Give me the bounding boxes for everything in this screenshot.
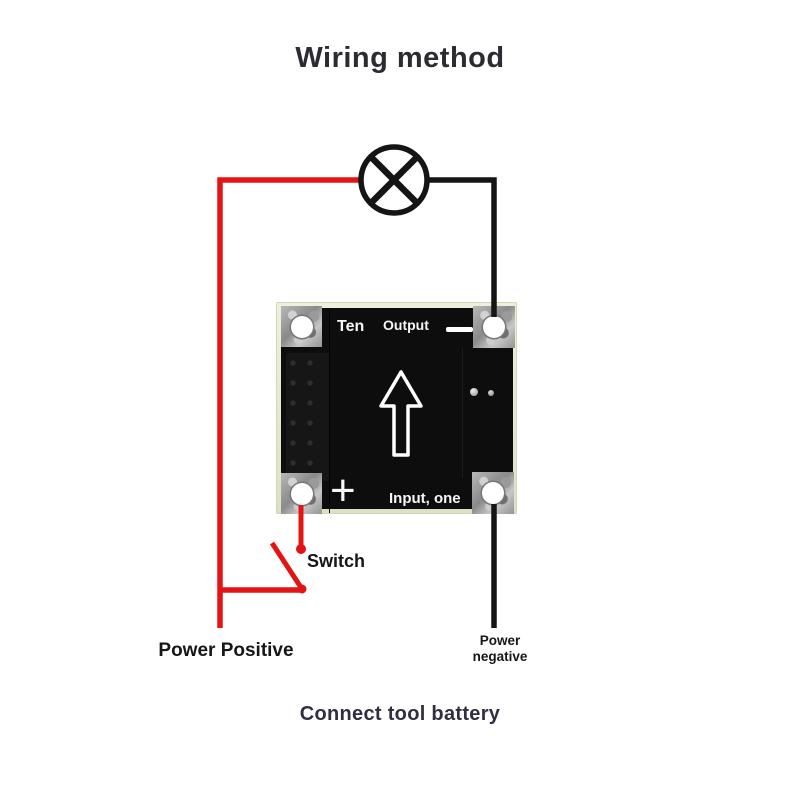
pad-hole	[483, 316, 505, 338]
switch-pivot-dot	[297, 584, 307, 594]
power-positive-label: Power Positive	[158, 640, 294, 661]
switch-lever	[269, 541, 305, 591]
switch-terminal-dot	[296, 544, 306, 554]
solder-pad-bottom-left	[281, 473, 322, 514]
minus-marking	[446, 327, 473, 332]
solder-pad-top-left	[281, 306, 322, 347]
page-title: Wiring method	[295, 42, 505, 74]
power-negative-label: Power negative	[450, 633, 550, 664]
solder-dot	[470, 388, 478, 396]
plus-marking: +	[330, 466, 356, 515]
power-negative-line1: Power	[479, 633, 521, 648]
solder-dot	[488, 390, 494, 396]
pcb-module: Ten Output + Input, one	[276, 302, 517, 514]
solder-pad-top-right	[473, 306, 515, 348]
pcb-trace-line	[462, 348, 463, 478]
pcb-pin-header-area	[286, 353, 329, 481]
pad-hole	[290, 482, 313, 505]
solder-pad-bottom-right	[472, 472, 514, 514]
negative-wire-top	[428, 177, 497, 317]
switch-label: Switch	[307, 551, 366, 571]
pad-hole	[482, 482, 504, 504]
lamp-icon	[358, 144, 430, 216]
silkscreen-input-label: Input, one	[389, 490, 461, 507]
power-negative-line2: negative	[472, 648, 528, 664]
silkscreen-output-label: Output	[383, 317, 429, 333]
bottom-caption: Connect tool battery	[299, 703, 501, 725]
silkscreen-ten-label: Ten	[337, 318, 365, 335]
direction-arrow-icon	[379, 370, 423, 457]
pad-hole	[290, 315, 313, 338]
pin-holes-grid	[289, 359, 321, 475]
